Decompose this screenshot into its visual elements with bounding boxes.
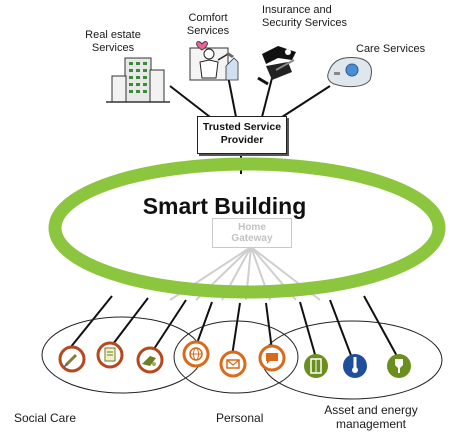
handyman-icon: [189, 41, 239, 81]
notepad-icon: [96, 341, 124, 369]
chat-icon: [258, 344, 286, 372]
smart-building-ring: [48, 157, 446, 299]
service-label-care: Care Services: [356, 43, 426, 55]
connector-comfort: [227, 75, 237, 118]
personal-group: [173, 320, 299, 394]
connector-insurance: [261, 77, 273, 118]
pills-icon: [136, 346, 164, 374]
mail-icon: [219, 350, 247, 378]
smart-building-title: Smart Building: [142, 193, 307, 219]
connector-care: [281, 85, 331, 118]
globe-icon: [182, 340, 210, 368]
trusted-service-provider-box: Trusted Service Provider: [197, 116, 287, 154]
security-tools-icon: [257, 46, 296, 86]
service-label-real-estate: Real estate Services: [85, 29, 141, 54]
category-label-social-care: Social Care: [14, 411, 77, 425]
syringe-icon: [58, 345, 86, 373]
provider-line1: Trusted Service: [202, 121, 282, 133]
provider-line2: Provider: [220, 134, 264, 146]
connector-real-estate: [169, 85, 211, 118]
home-gateway-box: Home Gateway: [212, 218, 292, 248]
service-label-insurance: Insurance and Security Services: [262, 4, 347, 29]
plug-icon: [387, 354, 411, 378]
door-icon: [304, 354, 328, 378]
care-device-icon: [327, 57, 372, 88]
gateway-line1: Home: [238, 222, 266, 233]
building-icon: [106, 57, 170, 103]
category-label-personal: Personal: [216, 411, 264, 425]
thermometer-icon: [343, 354, 367, 378]
service-connectors: [169, 75, 331, 118]
service-label-comfort: Comfort Services: [186, 12, 230, 37]
gateway-line2: Gateway: [231, 233, 273, 244]
category-label-energy: Asset and energy management: [324, 403, 418, 431]
